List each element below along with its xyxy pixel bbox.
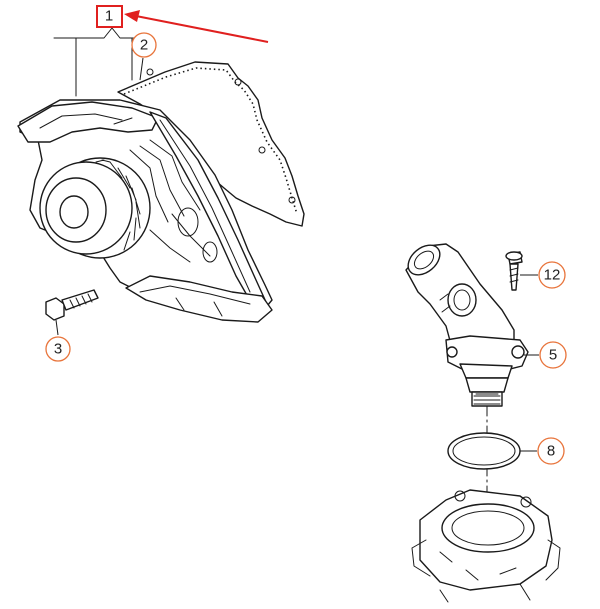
callout-3[interactable]: 3 xyxy=(45,336,71,362)
o-ring-part-8 xyxy=(447,432,521,470)
water-pump-assembly xyxy=(17,27,305,323)
callout-1[interactable]: 1 xyxy=(96,5,123,28)
thermostat-assembly xyxy=(405,243,561,603)
callout-2[interactable]: 2 xyxy=(131,32,157,58)
callout-1-highlight-box xyxy=(96,5,123,28)
gasket-dots xyxy=(123,67,298,215)
callout-3-label: 3 xyxy=(54,341,62,358)
housing-flange xyxy=(445,335,529,373)
pump-top-flange xyxy=(17,101,159,143)
callout-8-label: 8 xyxy=(547,443,555,460)
pump-pulley xyxy=(39,157,151,259)
callout-5[interactable]: 5 xyxy=(539,341,567,369)
bolt-part-12 xyxy=(505,251,523,291)
callout-1-bracket xyxy=(53,27,151,97)
bolt-part-3 xyxy=(45,289,99,321)
callout-1-label: 1 xyxy=(105,8,113,25)
callout-2-label: 2 xyxy=(140,37,148,54)
callout-5-label: 5 xyxy=(549,347,557,364)
red-arrow-icon xyxy=(124,10,269,43)
callout-12-label: 12 xyxy=(544,267,561,284)
thermostat-body xyxy=(465,377,509,393)
callout-12[interactable]: 12 xyxy=(538,261,566,289)
callout-8[interactable]: 8 xyxy=(537,437,565,465)
